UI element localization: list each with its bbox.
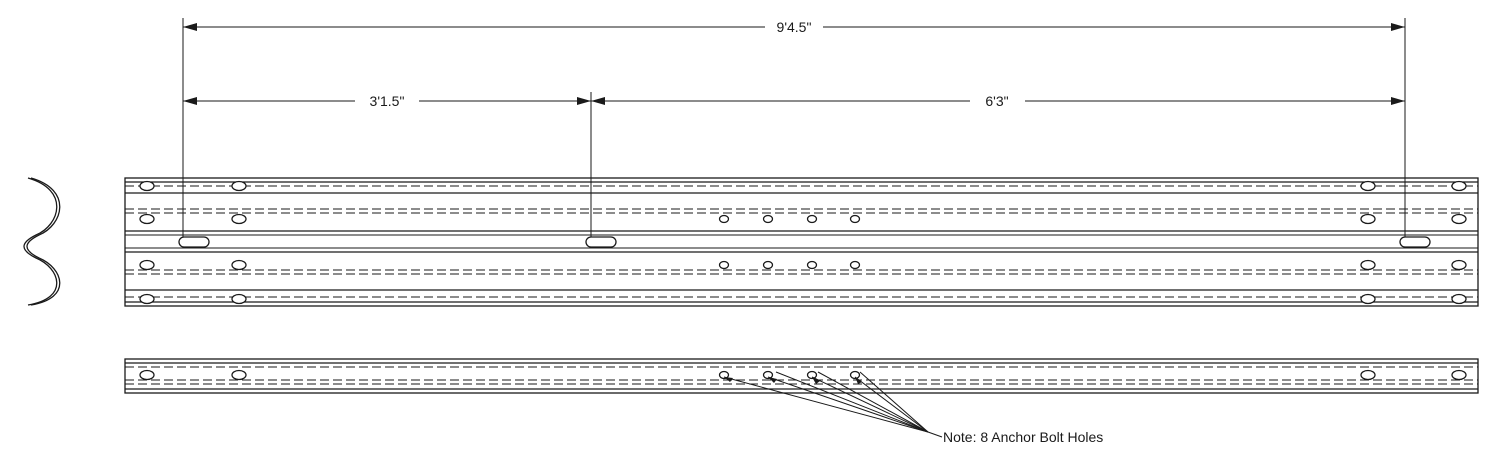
dimension-overall: 9'4.5" (182, 18, 1406, 242)
dimension-left-span-label: 3'1.5" (370, 93, 405, 109)
w-beam-profile (23, 177, 61, 306)
note-label: Note: 8 Anchor Bolt Holes (943, 429, 1103, 445)
dimension-right-span: 6'3" (591, 93, 1405, 109)
dimension-left-span: 3'1.5" (183, 92, 592, 242)
dimension-overall-label: 9'4.5" (777, 19, 812, 35)
splice-holes (139, 180, 1467, 305)
rail-front-view (124, 177, 1479, 307)
post-slots (178, 236, 1431, 248)
note-leaders (723, 371, 943, 438)
anchor-bolt-holes (718, 214, 861, 270)
rail-top-view (124, 358, 1479, 394)
dimension-right-span-label: 6'3" (985, 93, 1008, 109)
